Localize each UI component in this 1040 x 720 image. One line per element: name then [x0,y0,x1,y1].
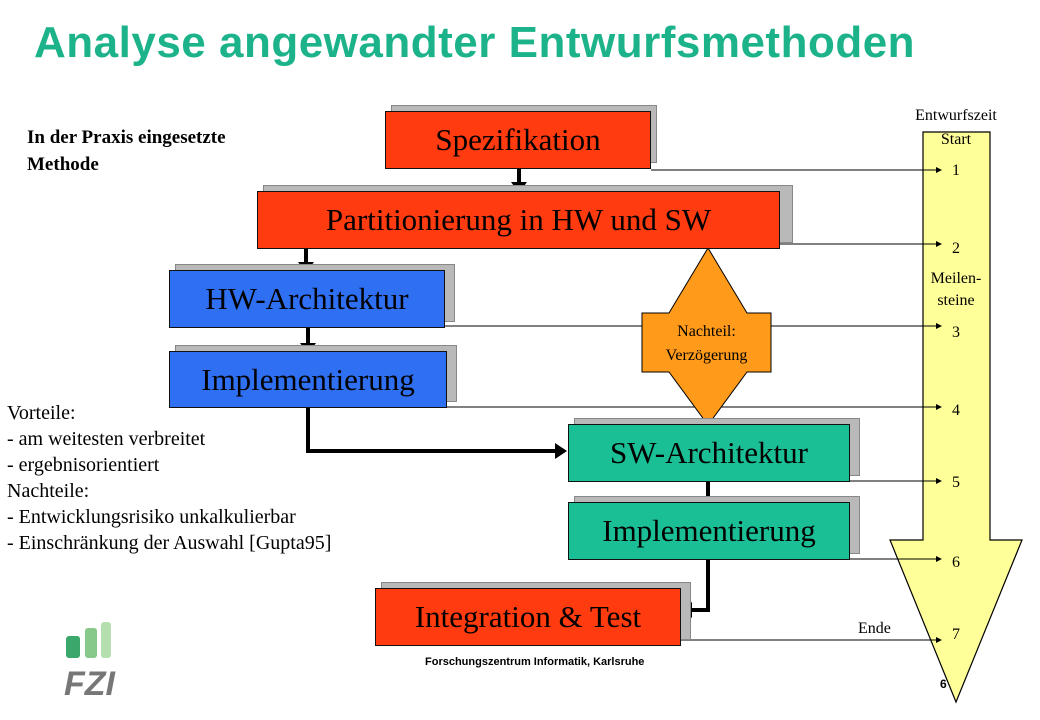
milestone-number: 5 [952,474,960,491]
footer-institution: Forschungszentrum Informatik, Karlsruhe [425,656,645,668]
milestone-label: Meilen- steine [908,268,1004,312]
page-number: 6 [940,677,947,691]
flow-impl-to-sw [306,406,555,453]
page-title: Analyse angewandter Entwurfsmethoden [34,18,916,67]
list-item: Vorteile: [7,402,76,424]
delay-label-line: Nachteil: [677,323,736,340]
box-hw-architektur: HW-Architektur [169,270,445,328]
list-item: - Entwicklungsrisiko unkalkulierbar [7,506,296,528]
pros-cons-list: Vorteile: - am weitesten verbreitet - er… [7,400,331,556]
list-item: Nachteile: [7,480,90,502]
timeline-end: Ende [858,620,891,637]
delay-label-line: Verzögerung [665,347,748,364]
box-sw-implementierung: Implementierung [568,502,850,560]
milestone-number: 2 [952,240,960,257]
delay-label: Nachteil: Verzögerung [642,320,771,368]
milestone-number: 7 [952,626,960,643]
milestone-number: 4 [952,402,960,419]
box-integration: Integration & Test [375,588,681,646]
fzi-logo: FZI [64,622,117,703]
box-sw-architektur: SW-Architektur [568,424,850,482]
milestone-number: 3 [952,324,960,341]
timeline-title: Entwurfszeit [915,107,997,124]
milestone-label-line: steine [937,292,975,309]
timeline-start: Start [940,131,972,148]
list-item: - Einschränkung der Auswahl [Gupta95] [7,532,332,554]
milestone-label-line: Meilen- [930,270,982,287]
box-partitionierung: Partitionierung in HW und SW [257,191,780,249]
fzi-logo-text: FZI [64,665,117,703]
milestone-number: 1 [952,162,960,179]
box-hw-implementierung: Implementierung [169,351,447,408]
milestone-number: 6 [952,554,960,571]
list-item: - ergebnisorientiert [7,454,160,476]
method-caption-line: Methode [27,154,99,175]
list-item: - am weitesten verbreitet [7,428,206,450]
method-caption: In der Praxis eingesetzte Methode [27,124,226,178]
box-spezifikation: Spezifikation [385,111,651,169]
flow-impl-to-integration [692,559,710,612]
method-caption-line: In der Praxis eingesetzte [27,127,226,148]
